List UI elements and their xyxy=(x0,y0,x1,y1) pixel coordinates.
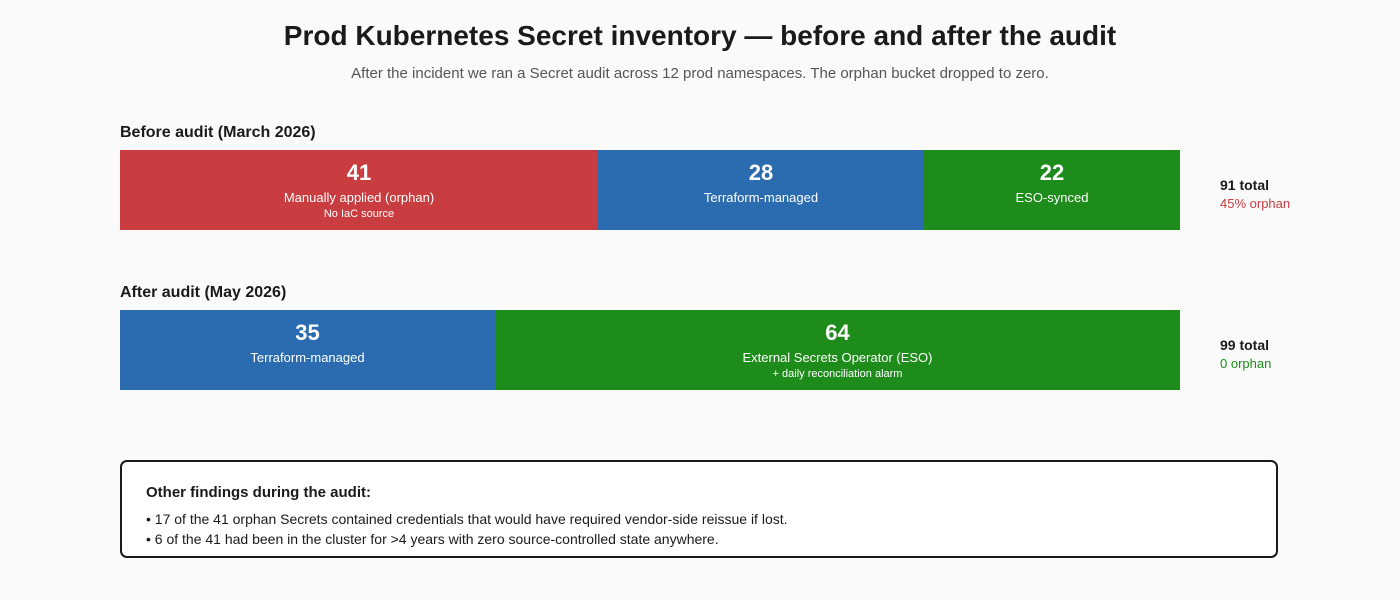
after-orphan-note: 0 orphan xyxy=(1220,356,1272,371)
segment-label: ESO-synced xyxy=(1015,190,1089,205)
before-total: 91 total xyxy=(1220,177,1270,193)
chart-subtitle: After the incident we ran a Secret audit… xyxy=(351,65,1049,82)
segment-value: 35 xyxy=(295,320,320,345)
segment-value: 41 xyxy=(346,160,372,185)
finding-item: • 17 of the 41 orphan Secrets contained … xyxy=(146,511,788,527)
segment-label: External Secrets Operator (ESO) xyxy=(742,350,933,365)
segment-label: Terraform-managed xyxy=(703,190,819,205)
after-audit-label: After audit (May 2026) xyxy=(120,284,287,301)
after-total: 99 total xyxy=(1220,337,1270,353)
segment-value: 64 xyxy=(825,320,850,345)
finding-item: • 6 of the 41 had been in the cluster fo… xyxy=(146,531,719,547)
segment-sublabel: + daily reconciliation alarm xyxy=(772,368,903,380)
segment-value: 28 xyxy=(748,160,774,185)
findings-title: Other findings during the audit: xyxy=(146,484,371,501)
segment-value: 22 xyxy=(1039,160,1065,185)
chart-title: Prod Kubernetes Secret inventory — befor… xyxy=(283,20,1117,51)
before-orphan-note: 45% orphan xyxy=(1220,196,1291,211)
segment-label: Manually applied (orphan) xyxy=(283,190,435,205)
segment-sublabel: No IaC source xyxy=(323,208,395,220)
findings-box: Other findings during the audit: • 17 of… xyxy=(120,460,1278,558)
before-audit-label: Before audit (March 2026) xyxy=(120,124,316,141)
segment-label: Terraform-managed xyxy=(250,350,365,365)
